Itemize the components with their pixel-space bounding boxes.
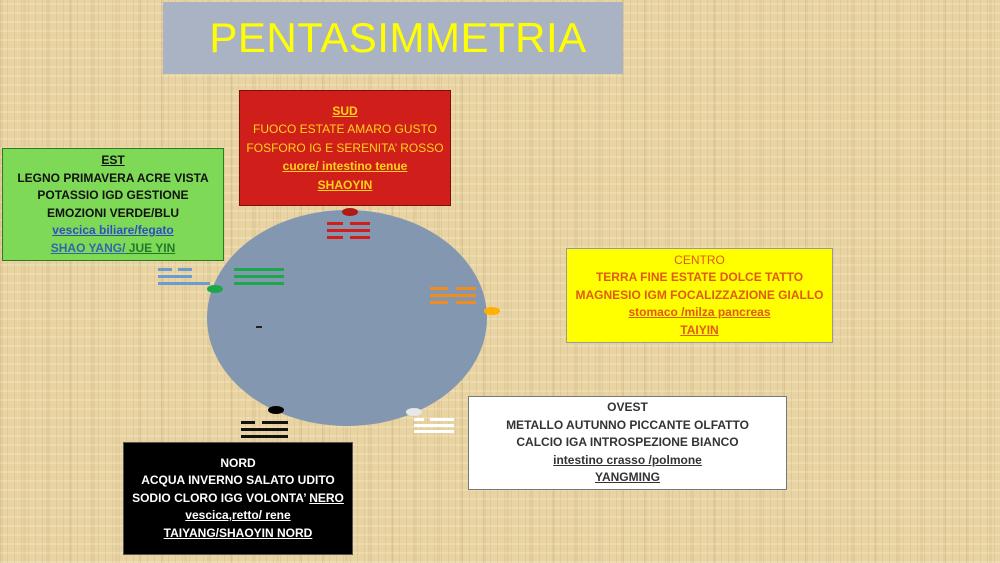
fire-trigram	[327, 222, 370, 239]
wood-node	[207, 285, 223, 293]
page-title: PENTASIMMETRIA	[209, 14, 587, 61]
nord-line4: TAIYANG/SHAOYIN NORD	[163, 525, 313, 540]
nord-line2-text: SODIO CLORO IGG VOLONTA’	[132, 490, 310, 505]
centro-line4: TAIYIN	[680, 322, 719, 337]
est-heading: EST	[101, 153, 125, 167]
metal-node	[406, 408, 422, 416]
sud-line3: cuore/ intestino tenue	[282, 159, 408, 174]
wood-trigram-blue	[158, 268, 210, 285]
centro-box: CENTRO TERRA FINE ESTATE DOLCE TATTO MAG…	[566, 248, 833, 343]
nord-line1: ACQUA INVERNO SALATO UDITO	[141, 473, 335, 488]
est-line4: vescica biliare/fegato	[3, 222, 223, 240]
est-line4-organ2: fegato	[137, 223, 174, 237]
ovest-line1: METALLO AUTUNNO PICCANTE OLFATTO	[506, 417, 749, 432]
ovest-line4: YANGMING	[595, 470, 660, 485]
est-line1: LEGNO PRIMAVERA ACRE VISTA	[17, 170, 209, 185]
center-circle	[207, 210, 487, 426]
title-box: PENTASIMMETRIA	[163, 2, 623, 74]
est-line4-organ1: vescica biliare/	[52, 223, 138, 237]
est-line5-part1: SHAO YANG/	[50, 240, 126, 255]
est-line5-part2: JUE YIN	[125, 240, 176, 255]
centro-line2: MAGNESIO IGM FOCALIZZAZIONE GIALLO	[575, 287, 824, 302]
est-line3: EMOZIONI VERDE/BLU	[46, 205, 179, 220]
nord-line3: vescica,retto/ rene	[185, 508, 291, 523]
sud-box: SUD FUOCO ESTATE AMARO GUSTO FOSFORO IG …	[239, 90, 451, 206]
sud-line4: SHAOYIN	[317, 177, 373, 192]
sud-line1: FUOCO ESTATE AMARO GUSTO	[252, 122, 438, 137]
nord-box: NORD ACQUA INVERNO SALATO UDITO SODIO CL…	[123, 442, 353, 555]
centro-line1: TERRA FINE ESTATE DOLCE TATTO	[595, 270, 804, 285]
ovest-line2: CALCIO IGA INTROSPEZIONE BIANCO	[516, 435, 739, 450]
wood-trigram-green	[234, 268, 284, 285]
est-line2: POTASSIO IGD GESTIONE	[37, 188, 189, 202]
metal-trigram	[414, 418, 454, 433]
ovest-box: OVEST METALLO AUTUNNO PICCANTE OLFATTO C…	[468, 396, 787, 490]
est-box: EST LEGNO PRIMAVERA ACRE VISTA POTASSIO …	[2, 148, 224, 261]
water-trigram	[241, 421, 288, 438]
water-node	[268, 406, 284, 414]
sud-line2: FOSFORO IG E SERENITA’ ROSSO	[246, 140, 444, 155]
fire-node	[342, 208, 358, 216]
center-mark	[256, 326, 262, 328]
ovest-line3: intestino crasso /polmone	[553, 452, 702, 467]
est-line5: SHAO YANG/ JUE YIN	[3, 240, 223, 258]
earth-node	[484, 307, 500, 315]
nord-line2-color: NERO	[309, 490, 344, 505]
centro-heading: CENTRO	[674, 252, 725, 267]
earth-trigram	[430, 287, 476, 304]
sud-heading: SUD	[332, 103, 358, 118]
nord-line2: SODIO CLORO IGG VOLONTA’ NERO	[124, 490, 352, 508]
nord-heading: NORD	[220, 455, 256, 470]
ovest-heading: OVEST	[607, 400, 648, 415]
centro-line3: stomaco /milza pancreas	[628, 305, 771, 320]
